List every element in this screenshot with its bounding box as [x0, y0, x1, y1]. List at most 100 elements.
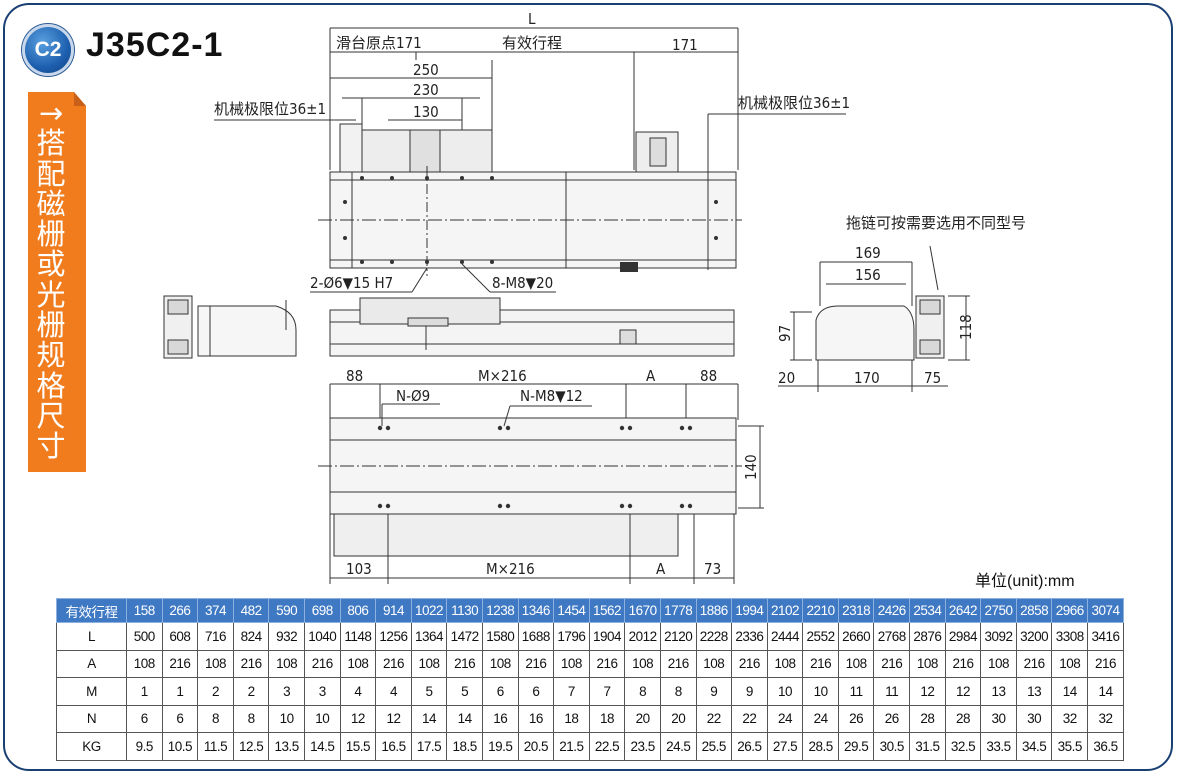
- table-cell: 4: [375, 677, 412, 706]
- dim-A-bottom: A: [656, 560, 666, 578]
- stroke-header-cell: 1130: [446, 598, 483, 623]
- table-cell: 10: [303, 704, 341, 733]
- stroke-header-cell: 2210: [802, 598, 839, 623]
- table-cell: 12: [944, 677, 982, 706]
- table-cell: 10: [766, 677, 804, 706]
- stroke-header-cell: 3074: [1087, 598, 1124, 623]
- table-cell: 108: [695, 649, 733, 678]
- table-cell: 22: [731, 704, 768, 733]
- table-cell: 5: [410, 677, 448, 706]
- table-cell: 3: [268, 677, 305, 706]
- row-label: KG: [56, 732, 127, 761]
- table-cell: 11: [837, 677, 875, 706]
- table-cell: 1256: [375, 622, 412, 651]
- table-cell: 2: [232, 677, 270, 706]
- table-cell: 20.5: [517, 732, 555, 761]
- table-cell: 2660: [837, 622, 875, 651]
- table-cell: 10: [268, 704, 305, 733]
- table-cell: 216: [303, 649, 341, 678]
- stroke-header-cell: 2318: [837, 598, 875, 623]
- table-cell: 14: [1051, 677, 1089, 706]
- stroke-header-cell: 374: [197, 598, 234, 623]
- table-cell: 932: [268, 622, 305, 651]
- effective-stroke-label: 有效行程: [502, 34, 562, 52]
- stroke-header-cell: 2642: [944, 598, 982, 623]
- table-cell: 216: [873, 649, 911, 678]
- page-frame: [3, 3, 1173, 771]
- table-cell: 11.5: [197, 732, 234, 761]
- table-cell: 19.5: [481, 732, 519, 761]
- table-cell: 16: [517, 704, 555, 733]
- side-label-char: 配: [36, 156, 66, 191]
- table-cell: 7: [553, 677, 590, 706]
- table-cell: 108: [339, 649, 377, 678]
- table-cell: 18.5: [446, 732, 483, 761]
- table-cell: 28.5: [802, 732, 839, 761]
- table-cell: 15.5: [339, 732, 377, 761]
- table-cell: 108: [837, 649, 875, 678]
- table-cell: 27.5: [766, 732, 804, 761]
- table-cell: 108: [481, 649, 519, 678]
- stroke-header-cell: 1238: [481, 598, 519, 623]
- table-cell: 1148: [339, 622, 377, 651]
- table-cell: 12.5: [232, 732, 270, 761]
- stroke-header-cell: 2750: [980, 598, 1017, 623]
- table-cell: 2012: [624, 622, 661, 651]
- stroke-header-cell: 1886: [695, 598, 733, 623]
- dim-mx216-top: M×216: [478, 367, 527, 385]
- table-cell: 22: [695, 704, 733, 733]
- table-cell: 18: [553, 704, 590, 733]
- table-cell: 2120: [659, 622, 697, 651]
- series-badge: C2: [22, 24, 74, 76]
- side-label-char: 格: [36, 368, 66, 403]
- table-cell: 14: [410, 704, 448, 733]
- stroke-header-cell: 2534: [909, 598, 946, 623]
- table-cell: 31.5: [909, 732, 946, 761]
- table-cell: 4: [339, 677, 377, 706]
- side-label-char: 寸: [36, 429, 66, 464]
- table-cell: 216: [944, 649, 982, 678]
- table-cell: 23.5: [624, 732, 661, 761]
- table-cell: 216: [446, 649, 483, 678]
- table-cell: 9: [695, 677, 733, 706]
- row-label: L: [56, 622, 127, 651]
- table-cell: 21.5: [553, 732, 590, 761]
- dim-230: 230: [413, 81, 439, 99]
- dim-mx216-bottom: M×216: [486, 560, 535, 578]
- mech-limit-right-label: 机械极限位36±1: [738, 94, 850, 112]
- table-cell: 108: [410, 649, 448, 678]
- table-cell: 30: [980, 704, 1017, 733]
- side-arrow: →: [38, 96, 64, 130]
- dim-73: 73: [704, 560, 721, 578]
- side-label-char: 栅: [36, 217, 66, 252]
- dim-130: 130: [413, 103, 439, 121]
- table-cell: 28: [944, 704, 982, 733]
- table-cell: 108: [909, 649, 946, 678]
- table-cell: 14: [446, 704, 483, 733]
- table-cell: 26: [837, 704, 875, 733]
- table-cell: 3092: [980, 622, 1017, 651]
- stroke-header-cell: 590: [268, 598, 305, 623]
- stroke-header-cell: 1022: [410, 598, 448, 623]
- stroke-header-cell: 158: [126, 598, 163, 623]
- dim-171: 171: [672, 36, 698, 54]
- stroke-header-cell: 2858: [1015, 598, 1053, 623]
- table-cell: 7: [588, 677, 626, 706]
- drag-chain-note: 拖链可按需要选用不同型号: [846, 214, 1026, 232]
- table-cell: 12: [339, 704, 377, 733]
- table-cell: 2336: [731, 622, 768, 651]
- table-cell: 2768: [873, 622, 911, 651]
- table-cell: 9.5: [126, 732, 163, 761]
- table-cell: 608: [161, 622, 199, 651]
- table-cell: 216: [161, 649, 199, 678]
- table-cell: 216: [1015, 649, 1053, 678]
- table-cell: 25.5: [695, 732, 733, 761]
- table-cell: 30: [1015, 704, 1053, 733]
- table-cell: 8: [232, 704, 270, 733]
- table-cell: 13.5: [268, 732, 305, 761]
- table-cell: 24: [802, 704, 839, 733]
- dim-A-top: A: [646, 367, 656, 385]
